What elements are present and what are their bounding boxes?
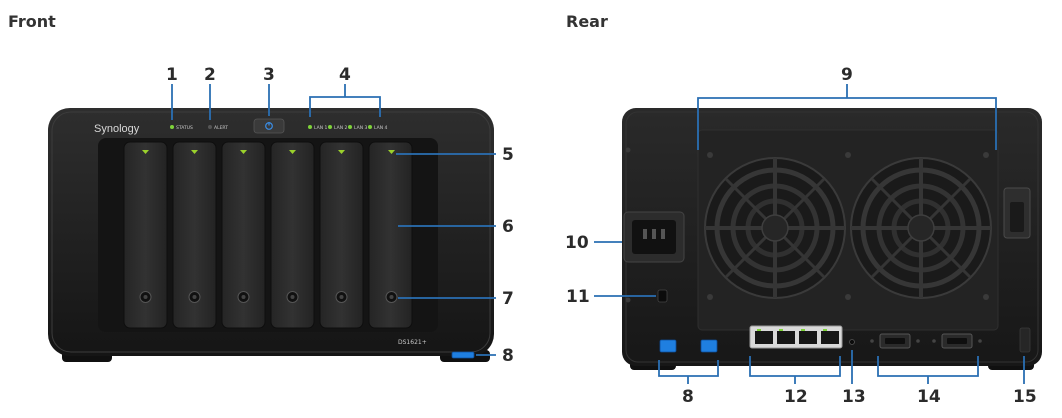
security-slot[interactable] xyxy=(657,289,668,303)
panel-screws xyxy=(625,147,989,303)
lan3-led xyxy=(348,125,352,129)
drive-tray-1[interactable] xyxy=(123,141,168,329)
drive-status-led xyxy=(388,150,395,154)
rear-device xyxy=(622,108,1042,370)
callout-2: 2 xyxy=(204,65,216,85)
callout-3: 3 xyxy=(263,65,275,85)
status-led xyxy=(170,125,174,129)
status-indicators: STATUS ALERT LAN 1 LAN 2 LAN 3 LAN 4 xyxy=(170,125,387,131)
brand-logo: Synology xyxy=(94,123,140,135)
power-socket[interactable] xyxy=(623,211,685,263)
drive-tray-3[interactable] xyxy=(221,141,266,329)
rear-callouts xyxy=(594,84,1025,384)
model-label: DS1621+ xyxy=(398,339,427,346)
lan2-led xyxy=(328,125,332,129)
front-callout-labels: 1 2 3 4 5 6 7 8 xyxy=(166,65,514,366)
drive-status-led xyxy=(191,150,198,154)
pcie-slot[interactable] xyxy=(1019,327,1031,353)
lan-ports xyxy=(749,325,843,349)
alert-led xyxy=(208,125,212,129)
callout-15: 15 xyxy=(1013,387,1037,407)
lan1-led xyxy=(308,125,312,129)
callout-5: 5 xyxy=(502,145,514,165)
front-chassis-edge xyxy=(51,111,491,353)
lan1-led-label: LAN 1 xyxy=(314,125,327,131)
expansion-port-1[interactable] xyxy=(879,333,911,349)
callout-9: 9 xyxy=(841,65,853,85)
lan-port-2[interactable] xyxy=(777,331,795,344)
drive-tray-5[interactable] xyxy=(319,141,364,329)
reset-button[interactable] xyxy=(849,339,855,345)
drive-tray-4[interactable] xyxy=(270,141,315,329)
front-heading: Front xyxy=(8,12,56,31)
status-led-label: STATUS xyxy=(176,125,193,131)
rear-usb-port-1[interactable] xyxy=(659,339,677,353)
lan-port-4[interactable] xyxy=(821,331,839,344)
drive-tray-2[interactable] xyxy=(172,141,217,329)
callout-11: 11 xyxy=(566,287,590,307)
callout-12: 12 xyxy=(784,387,808,407)
fan-left xyxy=(704,157,846,299)
front-callouts xyxy=(171,84,496,356)
drive-status-led xyxy=(338,150,345,154)
lan3-led-label: LAN 3 xyxy=(354,125,367,131)
callout-6: 6 xyxy=(502,217,514,237)
drive-bays xyxy=(123,141,413,329)
callout-8-rear: 8 xyxy=(682,387,694,407)
lan2-led-label: LAN 2 xyxy=(334,125,347,131)
alert-led-label: ALERT xyxy=(214,125,228,131)
drive-status-led xyxy=(142,150,149,154)
power-button[interactable] xyxy=(253,118,285,134)
callout-4: 4 xyxy=(339,65,351,85)
rear-callout-labels: 9 10 11 8 12 13 14 15 xyxy=(565,65,1037,407)
lan4-led-label: LAN 4 xyxy=(374,125,387,131)
lan4-led xyxy=(368,125,372,129)
callout-7: 7 xyxy=(502,289,514,309)
lan-port-3[interactable] xyxy=(799,331,817,344)
rear-usb-port-2[interactable] xyxy=(700,339,718,353)
fan-right xyxy=(850,157,992,299)
callout-10: 10 xyxy=(565,233,589,253)
drive-status-led xyxy=(240,150,247,154)
callout-1: 1 xyxy=(166,65,178,85)
drive-tray-6[interactable] xyxy=(368,141,413,329)
rear-heading: Rear xyxy=(566,12,608,31)
callout-14: 14 xyxy=(917,387,941,407)
side-latch[interactable] xyxy=(1003,187,1031,239)
callout-8-front: 8 xyxy=(502,346,514,366)
front-usb-port[interactable] xyxy=(451,351,475,359)
callout-13: 13 xyxy=(842,387,866,407)
lan-port-1[interactable] xyxy=(755,331,773,344)
expansion-port-2[interactable] xyxy=(941,333,973,349)
front-device: Synology DS1621+ STATUS ALERT LAN 1 LAN … xyxy=(48,108,494,362)
drive-status-led xyxy=(289,150,296,154)
